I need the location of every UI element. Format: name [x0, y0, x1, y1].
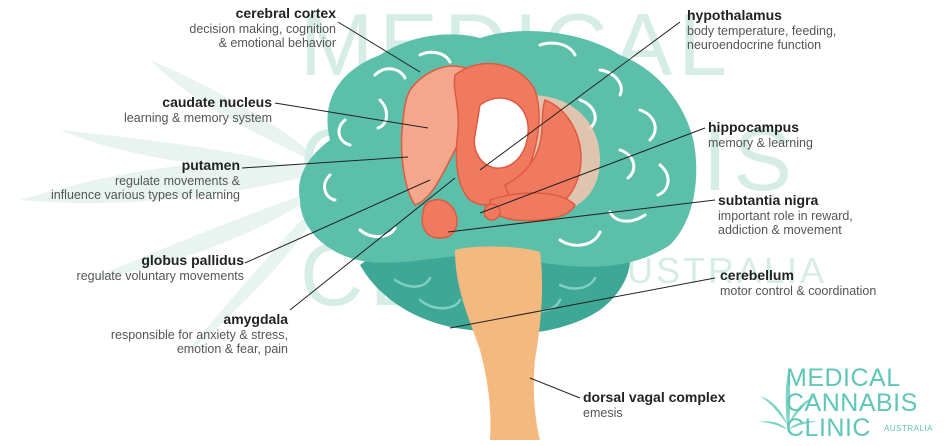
- brain-stem-shape: [455, 246, 542, 440]
- label-desc: influence various types of learning: [4, 188, 240, 202]
- label-cerebellum: cerebellum motor control & coordination: [720, 268, 940, 298]
- label-desc: regulate voluntary movements: [30, 269, 244, 283]
- label-dorsal-vagal-complex: dorsal vagal complex emesis: [583, 390, 753, 420]
- logo-line4: AUSTRALIA: [884, 424, 933, 433]
- logo-line3: CLINIC: [786, 416, 871, 441]
- label-desc: motor control & coordination: [720, 284, 940, 298]
- amygdala-structure: [422, 200, 457, 238]
- line-dorsal-vagal: [530, 378, 580, 398]
- label-title: amygdala: [68, 312, 288, 328]
- label-amygdala: amygdala responsible for anxiety & stres…: [68, 312, 288, 356]
- label-substantia-nigra: subtantia nigra important role in reward…: [718, 193, 918, 237]
- label-putamen: putamen regulate movements & influence v…: [4, 158, 240, 202]
- label-title: caudate nucleus: [70, 95, 272, 111]
- label-desc: regulate movements &: [4, 174, 240, 188]
- label-desc: memory & learning: [708, 136, 908, 150]
- label-title: hypothalamus: [687, 8, 887, 24]
- label-desc: learning & memory system: [70, 111, 272, 125]
- label-desc: emotion & fear, pain: [68, 342, 288, 356]
- label-hypothalamus: hypothalamus body temperature, feeding, …: [687, 8, 887, 52]
- label-cerebral-cortex: cerebral cortex decision making, cogniti…: [150, 6, 336, 50]
- label-desc: & emotional behavior: [150, 36, 336, 50]
- label-title: dorsal vagal complex: [583, 390, 753, 406]
- label-desc: important role in reward,: [718, 209, 918, 223]
- label-caudate-nucleus: caudate nucleus learning & memory system: [70, 95, 272, 125]
- clinic-logo: MEDICAL CANNABIS CLINIC AUSTRALIA: [758, 360, 943, 444]
- label-desc: addiction & movement: [718, 223, 918, 237]
- label-globus-pallidus: globus pallidus regulate voluntary movem…: [30, 253, 244, 283]
- label-title: cerebellum: [720, 268, 940, 284]
- label-hippocampus: hippocampus memory & learning: [708, 120, 908, 150]
- logo-line2: CANNABIS: [786, 391, 918, 416]
- label-desc: responsible for anxiety & stress,: [68, 328, 288, 342]
- logo-line1: MEDICAL: [786, 366, 901, 391]
- label-title: putamen: [4, 158, 240, 174]
- label-title: subtantia nigra: [718, 193, 918, 209]
- label-title: globus pallidus: [30, 253, 244, 269]
- label-title: hippocampus: [708, 120, 908, 136]
- label-desc: body temperature, feeding,: [687, 24, 887, 38]
- label-desc: neuroendocrine function: [687, 38, 887, 52]
- label-desc: emesis: [583, 406, 753, 420]
- label-title: cerebral cortex: [150, 6, 336, 22]
- label-desc: decision making, cognition: [150, 22, 336, 36]
